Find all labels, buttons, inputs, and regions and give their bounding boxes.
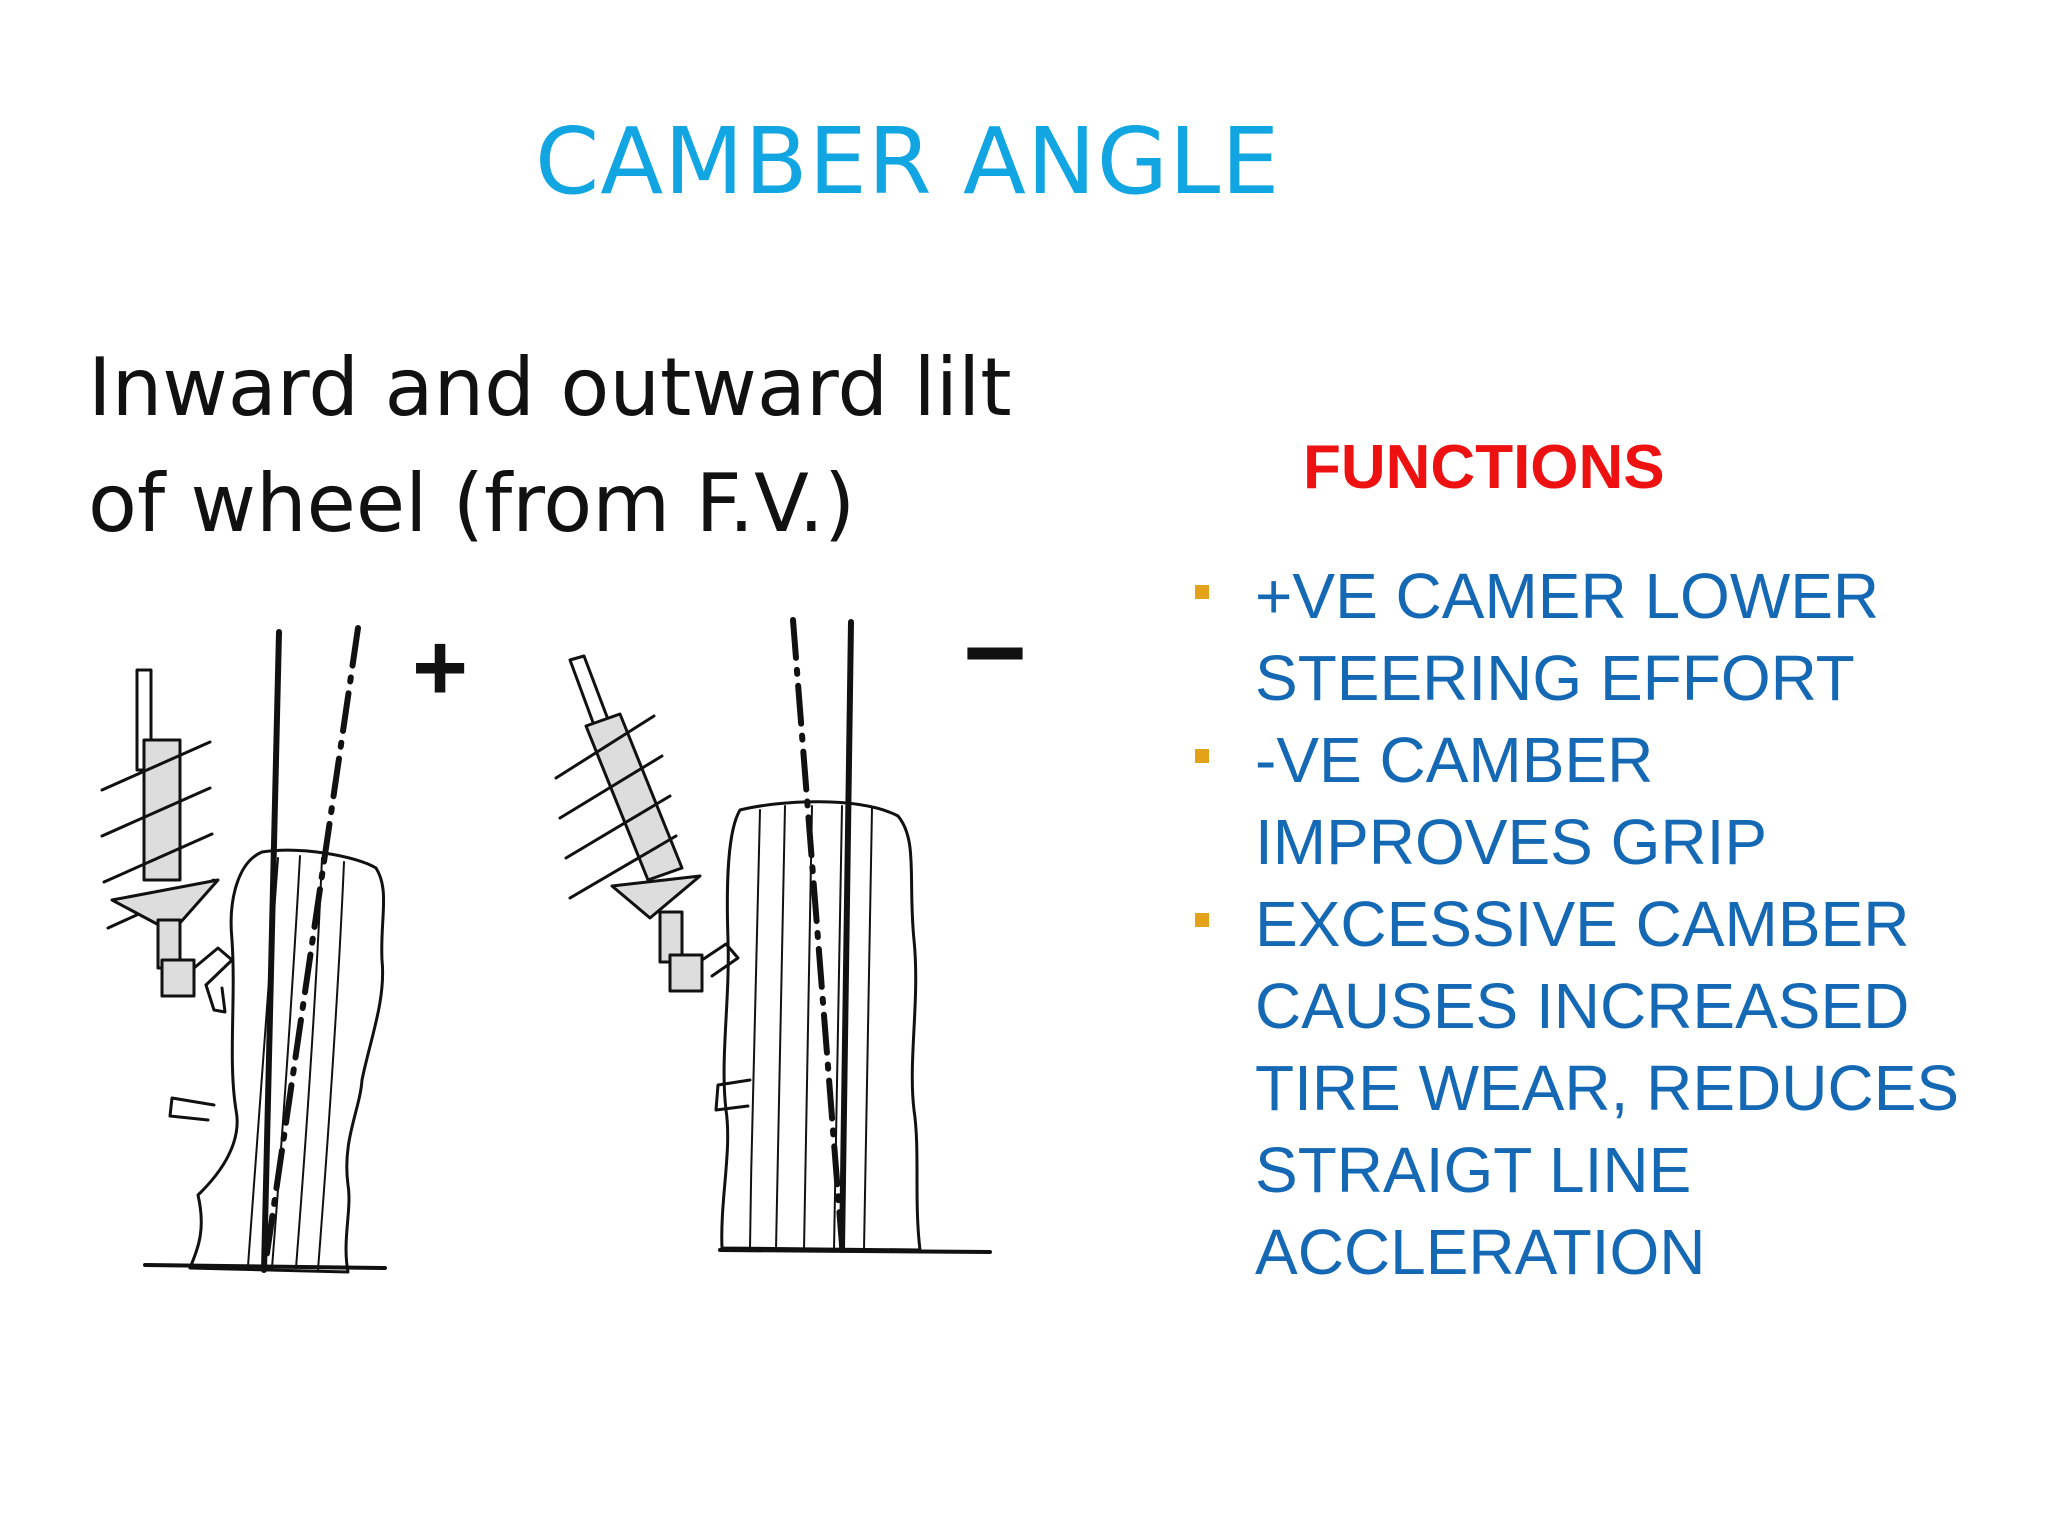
wheel-centerline [263, 625, 361, 1263]
functions-heading: FUNCTIONS [1303, 433, 1665, 502]
subtitle-line: of wheel (from F.V.) [88, 457, 856, 550]
bullet-square-icon [1195, 913, 1209, 927]
strut-assembly [100, 668, 234, 1014]
bullet-text-line: EXCESSIVE CAMBER [1255, 888, 1910, 960]
positive-camber-wheel [100, 625, 387, 1274]
ground-line [718, 1248, 992, 1254]
bullet-text-line: -VE CAMBER [1255, 724, 1654, 796]
bullet-text-line: STRAIGT LINE [1255, 1134, 1692, 1206]
slide-subtitle: Inward and outward lilt of wheel (from F… [88, 330, 1048, 562]
list-item: EXCESSIVE CAMBER CAUSES INCREASED TIRE W… [1195, 883, 1959, 1293]
list-item: -VE CAMBER IMPROVES GRIP [1195, 719, 1959, 883]
subtitle-line: Inward and outward lilt [88, 341, 1012, 434]
slide-title: CAMBER ANGLE [535, 108, 1281, 215]
bullet-text-line: ACCLERATION [1255, 1216, 1706, 1288]
bullet-square-icon [1195, 749, 1209, 763]
bullet-text-line: IMPROVES GRIP [1255, 806, 1768, 878]
bullet-text-line: CAUSES INCREASED [1255, 970, 1910, 1042]
negative-sign: − [963, 591, 1027, 714]
vertical-reference-line [261, 629, 282, 1273]
vertical-reference-line [839, 619, 854, 1253]
bullet-text-line: STEERING EFFORT [1255, 642, 1855, 714]
strut-assembly [554, 654, 740, 993]
bullet-text-line: TIRE WEAR, REDUCES [1255, 1052, 1960, 1124]
positive-sign: + [412, 614, 468, 721]
bullet-square-icon [1195, 585, 1209, 599]
negative-camber-wheel [554, 617, 992, 1254]
list-item: +VE CAMER LOWER STEERING EFFORT [1195, 555, 1959, 719]
wheel-centerline [790, 617, 845, 1248]
functions-list: +VE CAMER LOWER STEERING EFFORT -VE CAMB… [1195, 555, 1959, 1293]
bullet-text-line: +VE CAMER LOWER [1255, 560, 1880, 632]
